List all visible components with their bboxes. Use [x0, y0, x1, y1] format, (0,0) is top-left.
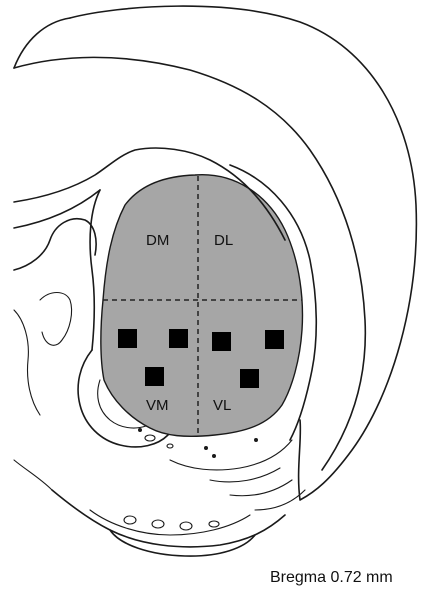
- region-label-dl: DL: [214, 232, 233, 249]
- marker-square: [212, 332, 231, 351]
- small-dot-3: [212, 454, 216, 458]
- callosum-line-2: [14, 190, 100, 228]
- marker-square: [169, 329, 188, 348]
- region-label-dm: DM: [146, 232, 169, 249]
- cortex-left-edge: [14, 18, 70, 68]
- small-dot-1: [138, 428, 142, 432]
- marker-square: [145, 367, 164, 386]
- tubercle-ellipse-4: [209, 521, 219, 527]
- medial-boundary: [90, 190, 100, 350]
- small-ellipse-1: [145, 435, 155, 441]
- tubercle-ellipse-2: [152, 520, 164, 528]
- septum-outline: [14, 219, 96, 270]
- small-dot-4: [254, 438, 258, 442]
- small-dot-2: [204, 446, 208, 450]
- tubercle-ellipse-3: [180, 522, 192, 530]
- marker-square: [118, 329, 137, 348]
- tubercle-ellipse-1: [124, 516, 136, 524]
- small-ellipse-2: [167, 444, 173, 448]
- bregma-caption: Bregma 0.72 mm: [270, 569, 393, 586]
- medial-structure-1: [14, 310, 40, 415]
- ventral-layer-5: [230, 480, 292, 496]
- medial-structure-2: [14, 460, 52, 490]
- ventral-layer-3: [170, 440, 292, 470]
- ventral-layer-1: [52, 490, 285, 547]
- ventricle-outline: [40, 293, 72, 346]
- region-label-vm: VM: [146, 397, 169, 414]
- striatum-region: [101, 175, 303, 437]
- marker-square: [265, 330, 284, 349]
- marker-square: [240, 369, 259, 388]
- region-label-vl: VL: [213, 397, 231, 414]
